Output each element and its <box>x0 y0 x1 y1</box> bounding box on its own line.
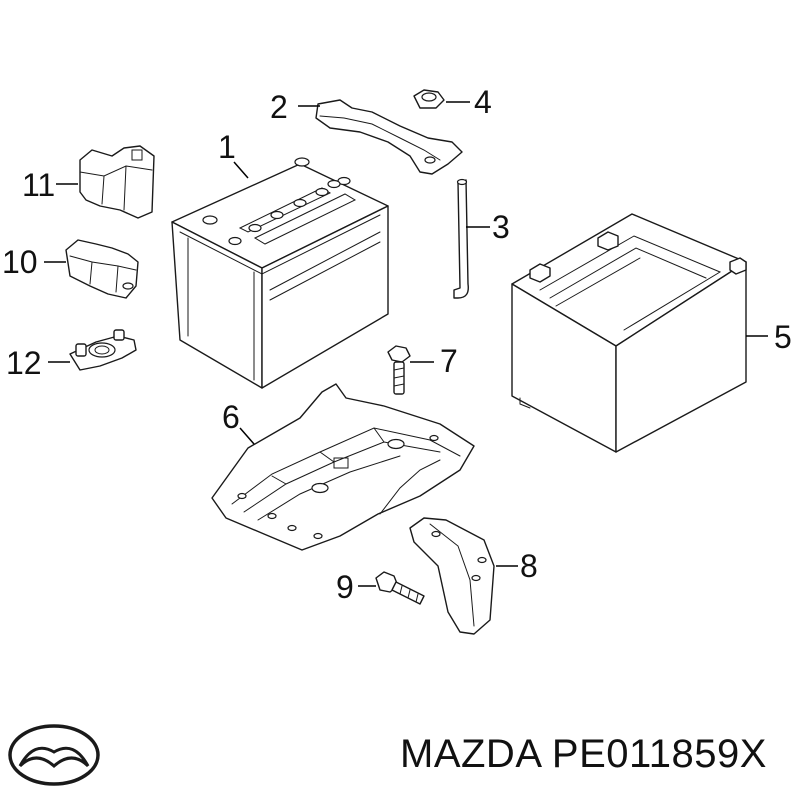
nut-part <box>413 89 445 109</box>
hold-down-bracket-part <box>315 99 463 175</box>
callout-10: 10 <box>2 244 38 280</box>
callout-7: 7 <box>440 343 458 379</box>
battery-part <box>171 157 389 389</box>
callout-3: 3 <box>492 209 510 245</box>
callout-8: 8 <box>520 548 538 584</box>
terminal-clamp-10-part <box>65 239 139 299</box>
battery-box-part <box>511 213 747 453</box>
leader-line-1 <box>233 161 249 179</box>
battery-caps <box>202 157 351 246</box>
callout-2: 2 <box>270 89 288 125</box>
battery-tray-part <box>211 383 475 551</box>
callout-11: 11 <box>22 167 55 203</box>
hold-down-rod-part <box>453 178 469 299</box>
callout-1: 1 <box>218 129 236 165</box>
leader-line-6 <box>239 427 255 445</box>
callout-12: 12 <box>6 345 42 381</box>
bolt-9-part <box>375 571 425 605</box>
callout-5: 5 <box>774 319 792 355</box>
terminal-cover-11-part <box>79 145 155 219</box>
terminal-clamp-12-part <box>69 329 137 371</box>
mazda-logo-icon <box>8 724 100 786</box>
bolt-7-part <box>387 345 411 395</box>
brand-part-number-text: MAZDA PE011859X <box>400 732 767 776</box>
callout-9: 9 <box>336 569 354 605</box>
tray-support-bracket-part <box>409 517 495 635</box>
callout-4: 4 <box>474 84 492 120</box>
callout-6: 6 <box>222 399 240 435</box>
